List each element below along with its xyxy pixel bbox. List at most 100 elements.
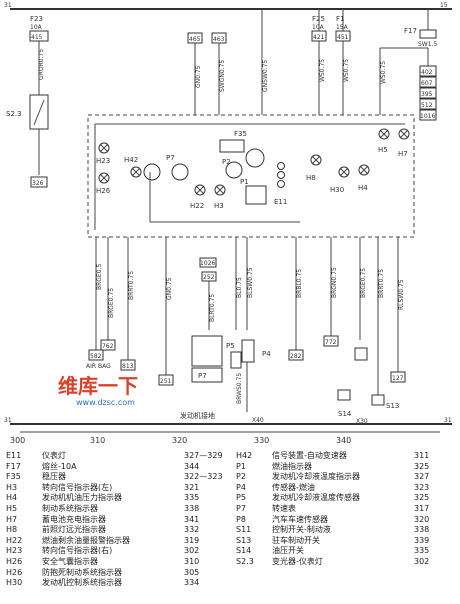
lamp-h8: H8 [306,154,322,182]
connector-127-label: 127 [392,375,404,382]
wire-label-brrt-right: BRRT0.75 [378,269,385,298]
lamp-h7-label: H7 [398,150,408,158]
wire-label-gror: GROR0.75 [38,49,45,80]
wire-label-ws-3: WS0.75 [380,61,387,84]
speed-sensor-p8: P7 [191,335,223,383]
legend-code: P2 [236,472,246,482]
sensor-p5: P5 [226,342,242,369]
legend-ref: 341 [184,514,200,524]
fuel-indicator-p1-label: P1 [240,178,249,186]
legend-ref: 305 [184,567,200,577]
legend-desc: 汽车车速传感器 [272,514,328,524]
legend-desc: 燃油剩余油量报警指示器 [42,535,130,545]
watermark-url: www.dzsc.com [76,398,135,407]
legend-code: S2.3 [236,556,254,566]
legend-code: S13 [236,535,252,545]
connector-282-label: 282 [290,353,302,360]
legend-ref: 310 [184,556,200,566]
legend-code: H30 [6,578,23,588]
connector-252-label: 252 [203,274,215,281]
legend-code: F35 [6,472,21,482]
wire-label-blsw: BLSW0.75 [247,267,254,298]
legend-desc: 驻车制动开关 [272,535,320,545]
legend-ref: 338 [184,503,200,513]
legend-code: H7 [6,514,18,524]
gauge-fuel [245,148,265,168]
switch-s14-label: S14 [338,410,352,418]
ground-label-left: 31 [4,417,12,424]
scale-tick-300: 300 [10,436,25,445]
wire-label-gn: GN0.75 [195,65,202,88]
legend-code: E11 [6,451,22,460]
legend-ref: 320 [414,514,430,524]
fuse-f1-wire: 451 [337,34,349,41]
legend-desc: 发动机冷却液温度指示器 [272,472,360,482]
connector-762 [100,339,116,351]
ground-label-right: 31 [444,417,452,424]
legend-code: H26 [6,567,23,577]
gauge-p2: P2 [222,158,243,179]
stack-402: 402 [421,69,433,76]
wire-label-ws-1: WS0.75 [319,59,326,82]
lamp-h26: H26 [96,172,111,195]
legend-desc: 控制开关-制动液 [272,525,331,535]
lamp-h22: H22 [190,184,206,210]
lamp-h7: H7 [398,128,410,158]
legend-code: F17 [6,461,21,471]
watermark-brand: 维库一下 [58,374,138,398]
connector-463-label: 463 [213,36,225,43]
legend-code: S14 [236,546,252,556]
legend-code: H4 [6,493,18,503]
legend-ref: 319 [184,535,200,545]
lamp-h5-label: H5 [378,146,388,154]
wire-label-brgn: BRGN0.75 [331,267,338,298]
gauge-p7-label: P7 [166,154,175,162]
legend-ref: 327—329 [184,451,223,460]
legend-ref: 302 [184,546,200,556]
fuse-f17 [419,29,437,39]
legend-ref: 323 [414,482,430,492]
regulator-f35-label: F35 [234,130,247,138]
legend-ref: 334 [184,578,200,588]
fuse-f23-id: F23 [30,15,43,23]
airbag-label: AIR BAG [86,363,111,370]
connector-282 [288,349,304,361]
wire-label-brge05: BRGE0.5 [96,264,103,290]
fuse-f23-rating: 10A [30,24,43,31]
legend-desc: 转速表 [272,503,296,513]
connector-1026-label: 1026 [200,260,215,267]
dimmer-s23-label: S2.3 [6,110,22,118]
legend-desc: 发动机冷却液温度传感器 [272,493,360,503]
connector-813 [120,359,136,371]
wire-label-brws: BRWS0.75 [236,373,243,404]
wire-label-bl: BL0.75 [236,277,243,298]
wire-label-rlsw: RLSW0.75 [398,279,405,310]
gauge-tach [143,163,161,181]
wire-label-gnsw: GNSW0.75 [262,60,269,92]
connector-1026 [199,257,217,268]
switch-s14: S14 [337,389,352,418]
scale-tick-340: 340 [336,436,351,445]
connector-sw15-label: SW1.5 [418,41,437,48]
legend-row: S11 控制开关-制动液 338 [236,525,460,536]
sensor-p4-label: P4 [262,350,271,358]
legend-code: P5 [236,493,246,503]
scale-tick-330: 330 [254,436,269,445]
legend-ref: 338 [414,525,430,535]
wire-label-brge075: BRGE0.75 [108,288,115,318]
stack-395: 395 [421,91,433,98]
lamp-h42-label: H42 [124,156,138,164]
legend-ref: 335 [184,493,200,503]
legend-ref: 325 [414,461,430,471]
connector-813-label: 813 [122,363,134,370]
lamp-h8-label: H8 [306,174,316,182]
connector-465-label: 465 [189,36,201,43]
legend-code: S11 [236,525,252,535]
